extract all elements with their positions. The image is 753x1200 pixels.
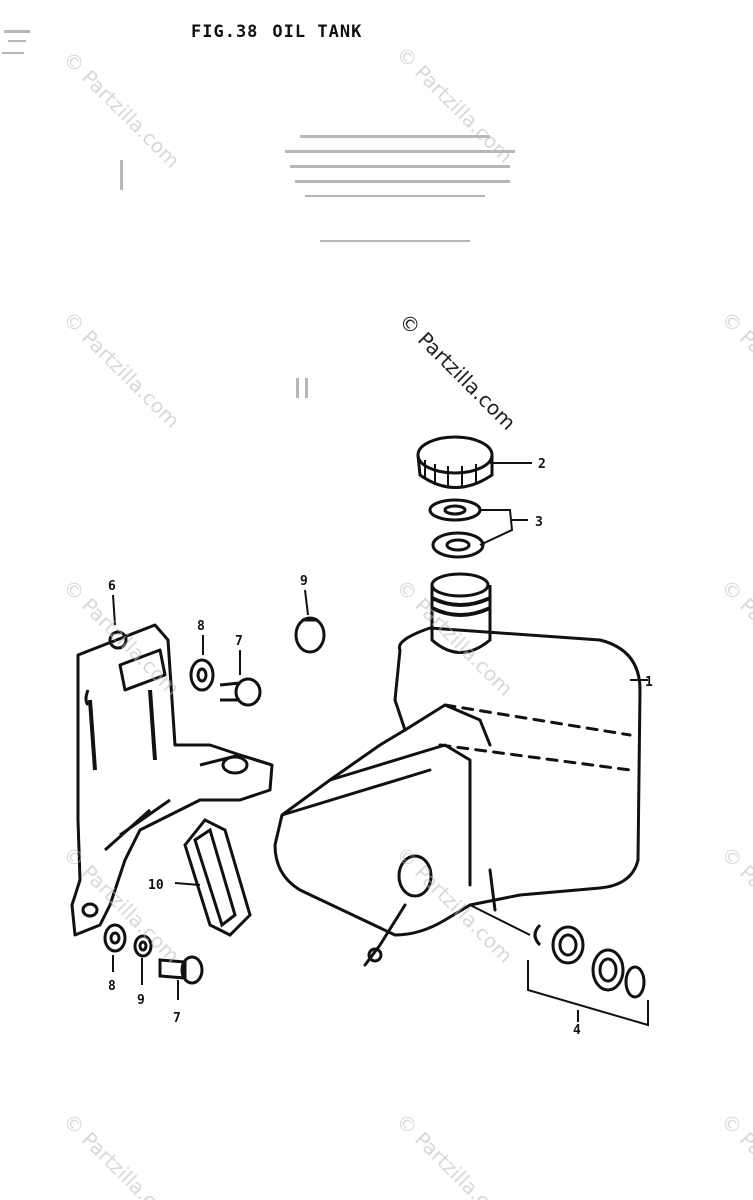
grommet-set <box>527 923 649 1027</box>
washer-lower <box>103 923 127 953</box>
leader-lines <box>112 462 648 1022</box>
callout-6: 6 <box>108 579 116 594</box>
oil-tank <box>273 626 642 967</box>
callout-2: 2 <box>538 457 546 472</box>
watermark-4: © Partzilla.com <box>394 309 520 435</box>
watermark-12: © Partzilla.com <box>58 1109 184 1200</box>
rubber-band <box>183 818 252 937</box>
watermark-2: © Partzilla.com <box>391 42 517 168</box>
nut-lower <box>133 934 153 958</box>
scan-noise <box>2 30 515 398</box>
callout-7-lower: 7 <box>173 1011 181 1026</box>
watermark-5: © Partzilla.com <box>716 307 753 433</box>
figure-title: FIG.38 OIL TANK <box>191 22 376 42</box>
callout-9-lower: 9 <box>137 993 145 1008</box>
bolt-upper <box>219 677 262 707</box>
callout-8-lower: 8 <box>108 979 116 994</box>
washer-upper <box>189 658 215 692</box>
figure-name: OIL TANK <box>272 22 363 42</box>
callout-10: 10 <box>148 878 164 893</box>
watermark-1: © Partzilla.com <box>58 47 184 173</box>
watermark-3: © Partzilla.com <box>58 307 184 433</box>
callout-7-upper: 7 <box>235 634 243 649</box>
tank-cap <box>416 435 494 489</box>
watermark-11: © Partzilla.com <box>716 842 753 968</box>
callout-1: 1 <box>645 675 653 690</box>
callout-8-upper: 8 <box>197 619 205 634</box>
mounting-bracket <box>70 623 274 937</box>
watermark-8: © Partzilla.com <box>716 575 753 701</box>
cap-gaskets <box>428 498 485 559</box>
filler-neck <box>430 572 492 654</box>
watermark-13: © Partzilla.com <box>391 1109 517 1200</box>
bolt-lower <box>158 955 204 985</box>
callout-4: 4 <box>573 1023 581 1038</box>
figure-number: FIG.38 <box>191 22 259 42</box>
callout-3: 3 <box>535 515 543 530</box>
watermark-14: © Partzilla.com <box>716 1109 753 1200</box>
hose-clamp <box>294 616 326 654</box>
callout-9-upper: 9 <box>300 574 308 589</box>
watermark-10: © Partzilla.com <box>391 842 517 968</box>
